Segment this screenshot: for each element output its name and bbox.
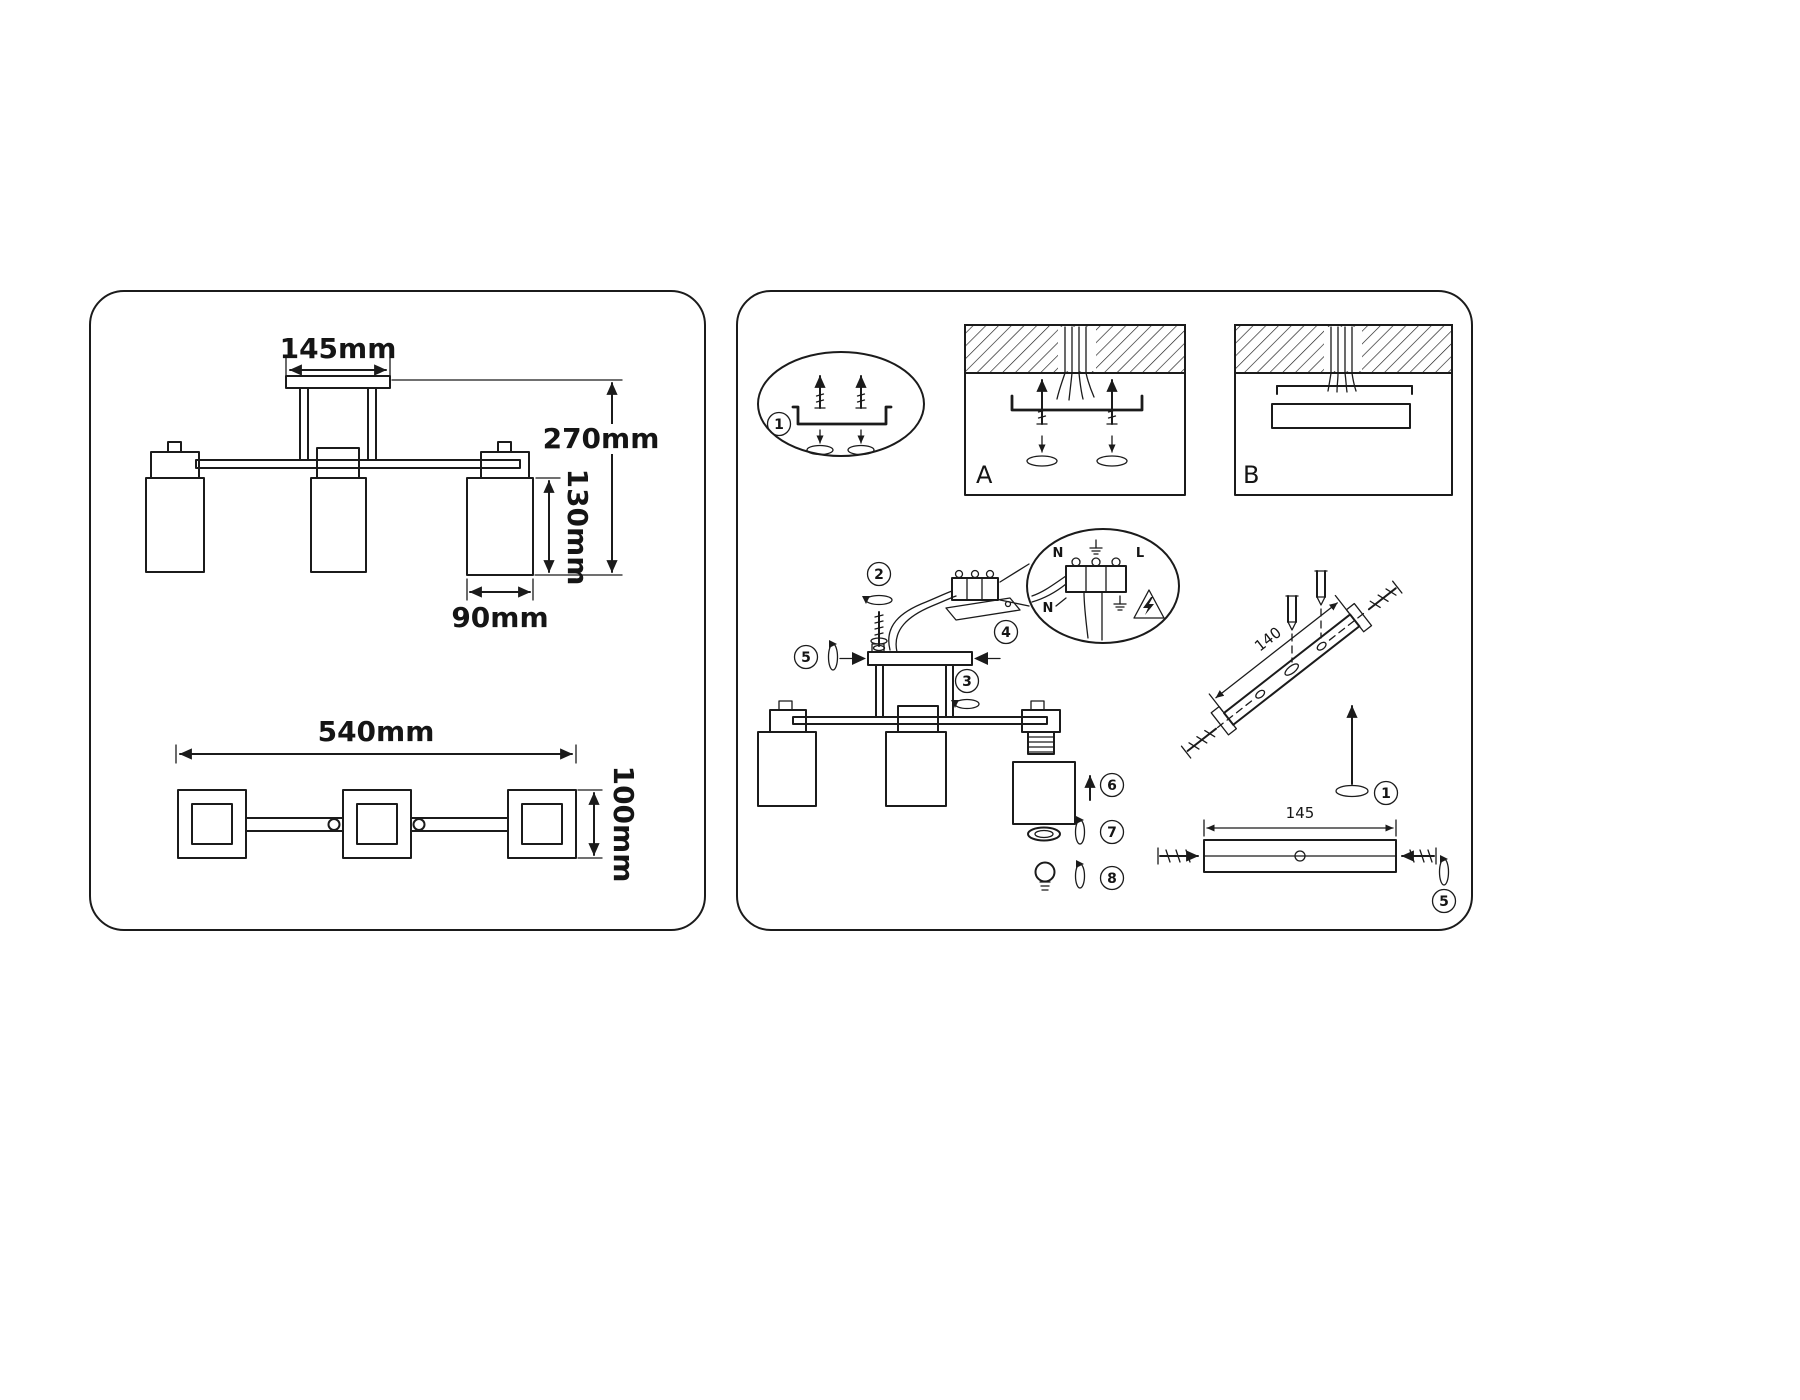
supply-wires bbox=[888, 590, 957, 653]
plan-length-label: 540mm bbox=[318, 715, 435, 748]
option-b-label: B bbox=[1243, 461, 1259, 489]
step1-lift-indicator: 1 bbox=[1335, 705, 1399, 806]
bulb-icon bbox=[1034, 861, 1056, 891]
dim-front-height: 270mm bbox=[391, 379, 660, 576]
plan-depth-label: 100mm bbox=[607, 766, 640, 883]
front-height-label: 270mm bbox=[543, 422, 660, 455]
front-elevation-drawing bbox=[145, 375, 534, 576]
bracket-perspective: 140 bbox=[1180, 570, 1403, 806]
bracket-3d-length-label: 140 bbox=[1251, 623, 1285, 655]
side-screw-left bbox=[1157, 847, 1199, 865]
shade-height-label: 130mm bbox=[561, 469, 594, 586]
step-badge-1: 1 bbox=[766, 411, 792, 437]
assembly-exploded-view: 2 bbox=[757, 528, 1180, 891]
step-badge-5: 5 bbox=[793, 644, 819, 670]
step7-group: 7 bbox=[1027, 816, 1125, 845]
step1-bracket-overview: 1 bbox=[757, 351, 925, 457]
ground-symbol-side bbox=[1113, 595, 1127, 611]
canopy-plate bbox=[839, 643, 1001, 666]
left-panel-border bbox=[89, 290, 706, 931]
rotate-symbol-step5b bbox=[1438, 855, 1450, 886]
mounting-option-b: B bbox=[1234, 324, 1453, 496]
wall-anchor-1 bbox=[1285, 595, 1299, 663]
option-a-label: A bbox=[976, 461, 993, 489]
electric-warning-icon bbox=[1133, 589, 1165, 619]
step-5b-label: 5 bbox=[1439, 894, 1449, 910]
wiring-neutral-label: N bbox=[1053, 546, 1064, 561]
ground-symbol-top bbox=[1089, 539, 1103, 555]
terminal-block bbox=[945, 569, 1021, 621]
bracket-front-view: 145 bbox=[1157, 804, 1457, 914]
dim-shade-height: 130mm bbox=[535, 469, 594, 586]
step-3-label: 3 bbox=[962, 674, 972, 690]
bracket-front-width-label: 145 bbox=[1286, 804, 1315, 822]
step-badge-4: 4 bbox=[993, 619, 1019, 645]
rotate-symbol-step2 bbox=[862, 594, 893, 606]
left-panel-dimensions: 145mm 270mm 130mm 90mm bbox=[89, 290, 706, 931]
right-panel-installation: 1 bbox=[736, 290, 1473, 931]
step-6-label: 6 bbox=[1107, 778, 1117, 794]
step-badge-6: 6 bbox=[1099, 772, 1125, 798]
dim-plan-length: 540mm bbox=[175, 715, 577, 764]
plan-view-drawing bbox=[177, 789, 577, 859]
step-1-label: 1 bbox=[774, 417, 784, 433]
rotate-symbol-step8 bbox=[1074, 860, 1086, 889]
step-badge-1b: 1 bbox=[1373, 780, 1399, 806]
rotate-symbol-step7 bbox=[1074, 816, 1086, 845]
right-panel-border bbox=[736, 290, 1473, 931]
step-badge-2: 2 bbox=[866, 561, 892, 587]
side-screw-right bbox=[1401, 847, 1437, 865]
shade-width-label: 90mm bbox=[451, 601, 548, 634]
wiring-neutral-wire-label: N bbox=[1043, 601, 1054, 616]
rotate-symbol-step3 bbox=[951, 698, 980, 710]
step-badge-5b: 5 bbox=[1431, 888, 1457, 914]
front-width-label: 145mm bbox=[280, 332, 397, 365]
step6-group: 6 bbox=[1084, 772, 1125, 801]
rotate-symbol-step5 bbox=[827, 640, 839, 671]
step8-group: 8 bbox=[1034, 860, 1125, 891]
step-7-label: 7 bbox=[1107, 825, 1117, 841]
step-4-label: 4 bbox=[1001, 625, 1011, 641]
wiring-line-label: L bbox=[1136, 546, 1144, 561]
step-5-label: 5 bbox=[801, 650, 811, 666]
step-badge-8: 8 bbox=[1099, 865, 1125, 891]
fixture-frame bbox=[757, 664, 1076, 825]
dim-plan-depth: 100mm bbox=[577, 766, 640, 883]
step-badge-3: 3 bbox=[954, 668, 980, 694]
dim-shade-width: 90mm bbox=[451, 578, 549, 634]
dim-front-width: 145mm bbox=[280, 332, 397, 377]
step-8-label: 8 bbox=[1107, 871, 1117, 887]
step-badge-7: 7 bbox=[1099, 819, 1125, 845]
wall-anchor-2 bbox=[1314, 570, 1328, 639]
mounting-option-a: A bbox=[964, 324, 1186, 496]
step-1b-label: 1 bbox=[1381, 786, 1391, 802]
step-2-label: 2 bbox=[874, 567, 884, 583]
wiring-detail: N L N bbox=[1026, 528, 1180, 644]
